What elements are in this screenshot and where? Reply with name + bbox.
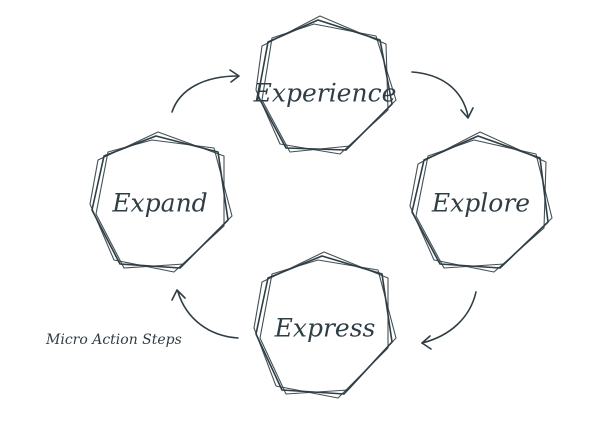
arrow-express-to-expand bbox=[171, 289, 239, 339]
node-label-express: Express bbox=[274, 314, 376, 343]
node-expand: Expand bbox=[89, 131, 233, 273]
node-label-explore: Explore bbox=[431, 189, 530, 218]
hexagon-expand bbox=[89, 131, 233, 273]
node-express: Express bbox=[253, 251, 397, 399]
node-label-expand: Expand bbox=[111, 189, 207, 218]
node-experience: Experience bbox=[253, 15, 397, 155]
node-explore: Explore bbox=[409, 131, 553, 273]
node-label-experience: Experience bbox=[253, 79, 397, 108]
caption-micro-action-steps: Micro Action Steps bbox=[45, 332, 182, 348]
arrow-experience-to-explore bbox=[411, 71, 474, 119]
hexagon-express bbox=[253, 251, 397, 399]
arrow-expand-to-experience bbox=[171, 69, 240, 113]
hexagon-experience bbox=[255, 15, 397, 155]
arrow-explore-to-express bbox=[421, 291, 477, 350]
hexagon-explore bbox=[409, 131, 553, 273]
